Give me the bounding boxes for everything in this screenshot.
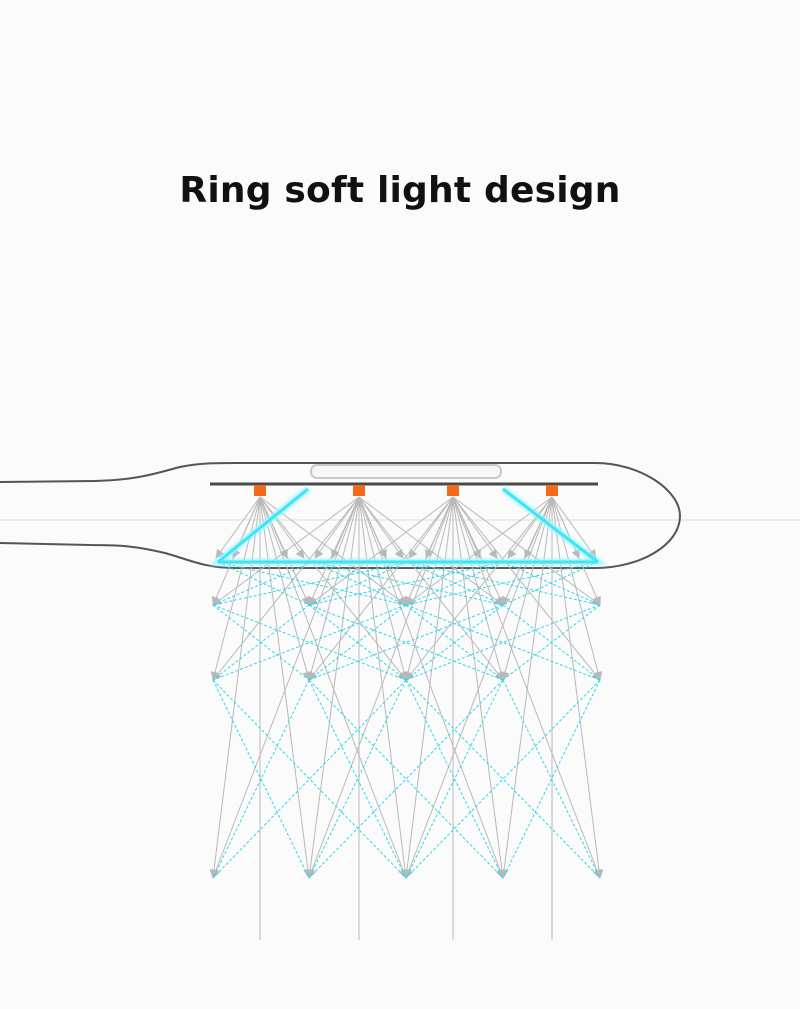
gray-ray	[452, 496, 498, 559]
dashed-ray	[502, 561, 601, 606]
gray-ray	[358, 496, 407, 606]
gray-ray	[314, 496, 360, 559]
gray-ray	[358, 496, 404, 559]
gray-ray	[452, 496, 504, 606]
gray-light-rays	[209, 496, 604, 940]
gray-ray	[507, 496, 553, 559]
dashed-ray	[312, 561, 407, 606]
gray-ray	[408, 496, 454, 559]
gray-ray	[212, 496, 360, 606]
dashed-ray	[308, 604, 407, 681]
dashed-ray	[405, 679, 601, 879]
led-light	[546, 485, 558, 496]
dashed-ray	[212, 561, 409, 606]
gray-ray	[551, 496, 603, 681]
led-group	[254, 485, 558, 496]
gray-ray	[403, 496, 454, 681]
gray-ray	[358, 496, 409, 681]
dashed-ray	[308, 561, 504, 606]
dashed-ray	[405, 561, 599, 606]
dashed-ray	[502, 679, 601, 879]
gray-ray	[551, 496, 597, 559]
gray-ray	[259, 496, 407, 681]
gray-ray	[212, 496, 261, 606]
dashed-ray	[212, 604, 407, 681]
led-light	[353, 485, 365, 496]
dashed-ray	[405, 679, 504, 879]
dashed-ray	[212, 561, 314, 606]
dashed-ray	[212, 679, 407, 879]
top-window	[310, 464, 502, 479]
gray-ray	[405, 496, 553, 606]
dashed-ray	[502, 561, 599, 606]
dashed-ray	[308, 561, 409, 606]
led-light	[254, 485, 266, 496]
dashed-ray	[405, 679, 601, 879]
dashed-ray	[308, 679, 504, 879]
gray-ray	[210, 496, 261, 681]
gray-ray	[405, 496, 454, 606]
gray-ray	[212, 496, 360, 681]
gray-ray	[259, 496, 310, 606]
gray-ray	[259, 496, 305, 559]
light-guide-left-edge	[217, 487, 309, 564]
light-guide-right-edge	[502, 487, 599, 564]
page-title: Ring soft light design	[179, 170, 621, 211]
gray-ray	[551, 496, 601, 606]
reflected-light-rays	[212, 561, 601, 879]
dashed-ray	[407, 561, 601, 606]
dashed-ray	[217, 561, 407, 606]
gray-ray	[306, 496, 360, 681]
dashed-ray	[405, 561, 504, 606]
led-light	[447, 485, 459, 496]
gray-ray	[308, 496, 454, 606]
light-guide	[209, 486, 607, 565]
dashed-ray	[405, 604, 504, 681]
gray-ray	[215, 496, 261, 559]
dashed-ray	[212, 604, 310, 681]
gray-ray	[308, 496, 454, 681]
gray-ray	[308, 496, 360, 606]
dashed-ray	[308, 679, 407, 879]
dashed-ray	[212, 679, 407, 879]
gray-ray	[502, 496, 553, 606]
dashed-ray	[502, 604, 601, 681]
dashed-ray	[212, 679, 310, 879]
device-outline	[0, 462, 682, 569]
dashed-ray	[212, 604, 407, 681]
dashed-ray	[217, 561, 310, 606]
dashed-ray	[308, 679, 504, 879]
